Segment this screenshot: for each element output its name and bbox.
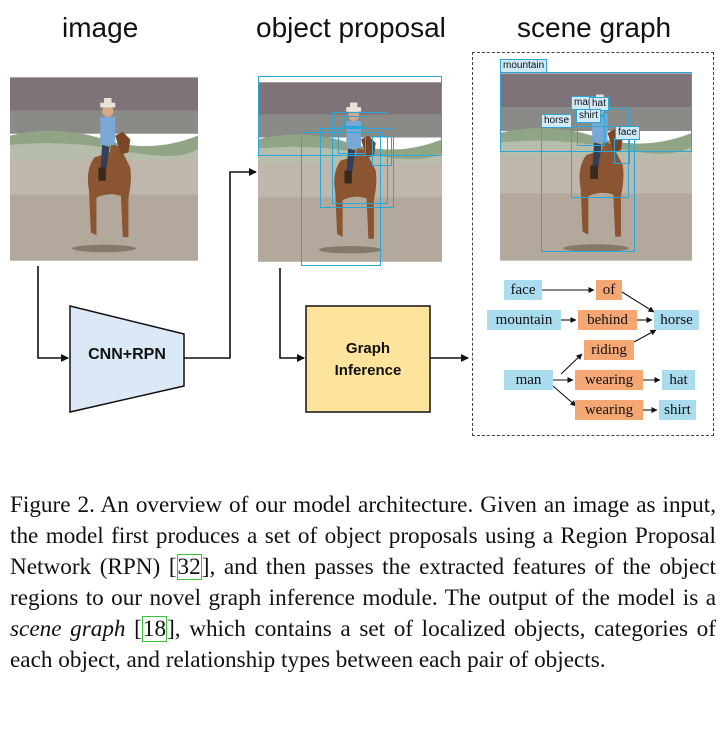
graph-node-shirt: shirt <box>659 400 696 420</box>
graph-node-wearing-shirt: wearing <box>575 400 643 420</box>
header-image: image <box>62 12 139 43</box>
proposal-box <box>258 76 442 156</box>
caption-emphasis: scene graph <box>10 616 126 642</box>
caption-text: [ <box>125 616 142 642</box>
proposal-box <box>320 128 394 208</box>
horse-tag: horse <box>541 114 573 128</box>
shirt-tag: shirt <box>576 109 601 123</box>
proposal-box <box>372 136 392 166</box>
graph-node-wearing-hat: wearing <box>575 370 643 390</box>
graph-node-riding: riding <box>584 340 634 360</box>
face-tag: face <box>615 126 640 140</box>
proposal-box <box>301 132 381 266</box>
caption-text: ], which contains a set of localized obj… <box>10 616 716 673</box>
graph-node-behind: behind <box>578 310 637 330</box>
caption-text: Figure 2. An overview of our model archi… <box>10 492 716 580</box>
header-object-proposal: object proposal <box>256 12 446 43</box>
cnn-rpn-label: CNN+RPN <box>88 346 166 363</box>
citation-link[interactable]: 18 <box>141 616 168 642</box>
graph-node-man: man <box>504 370 553 390</box>
graph-inference-label-line2: Inference <box>334 362 402 379</box>
graph-node-horse: horse <box>654 310 699 330</box>
proposal-box <box>338 126 366 154</box>
scene-graph-panel <box>472 52 714 436</box>
graph-inference-label-line1: Graph <box>345 340 391 357</box>
graph-node-hat: hat <box>662 370 695 390</box>
mountain-box <box>500 72 692 152</box>
graph-node-face: face <box>504 280 542 300</box>
graph-node-mountain: mountain <box>487 310 561 330</box>
caption-text: ], and then passes the extracted feature… <box>10 554 716 611</box>
graph-node-of: of <box>596 280 622 300</box>
pipeline-connectors <box>37 168 661 413</box>
mountain-tag: mountain <box>500 59 548 73</box>
horse-box <box>541 126 635 252</box>
header-scene-graph: scene graph <box>517 12 672 43</box>
graph-inference-module <box>305 305 431 413</box>
cnn-rpn-module <box>69 305 185 413</box>
proposal-box <box>332 112 388 204</box>
proposal-box <box>344 116 364 128</box>
figure-caption: Figure 2. An overview of our model archi… <box>10 490 716 676</box>
citation-link[interactable]: 32 <box>176 554 202 580</box>
